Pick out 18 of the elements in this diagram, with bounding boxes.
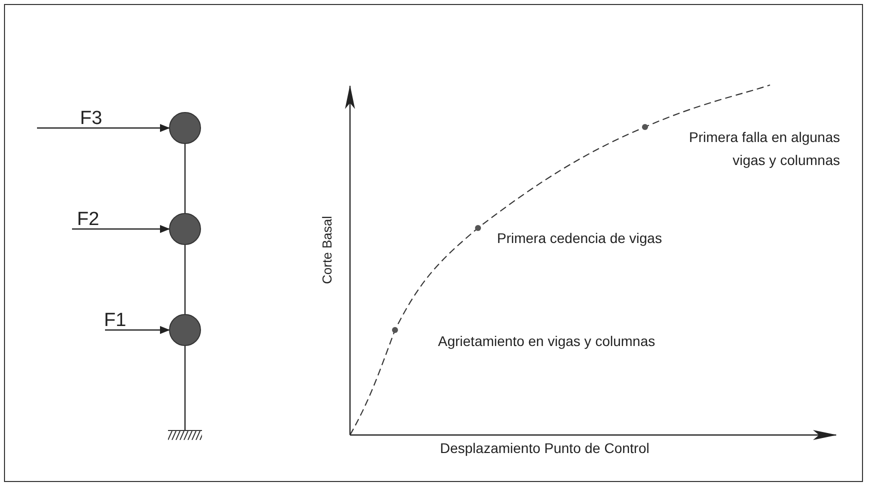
axis-title: Corte Basal [320, 216, 334, 284]
force-arrow [37, 124, 170, 132]
mass-circle [169, 112, 201, 144]
column-line [184, 346, 186, 430]
force-label: F1 [104, 310, 126, 332]
column-line [184, 144, 186, 213]
force-arrow [105, 326, 170, 334]
force-label: F3 [80, 108, 102, 130]
fixed-support-icon [168, 430, 202, 440]
axis-title: Desplazamiento Punto de Control [440, 440, 650, 456]
annotation-text: Agrietamiento en vigas y columnas [438, 333, 656, 349]
annotation-text: Primera cedencia de vigas [497, 230, 662, 246]
mass-circle [169, 314, 201, 346]
force-label: F2 [77, 209, 100, 231]
force-arrow [72, 225, 170, 233]
mass-circle [169, 213, 201, 245]
column-line [184, 245, 186, 314]
annotation-text: Primera falla en algunas vigas y columnas [688, 128, 840, 170]
